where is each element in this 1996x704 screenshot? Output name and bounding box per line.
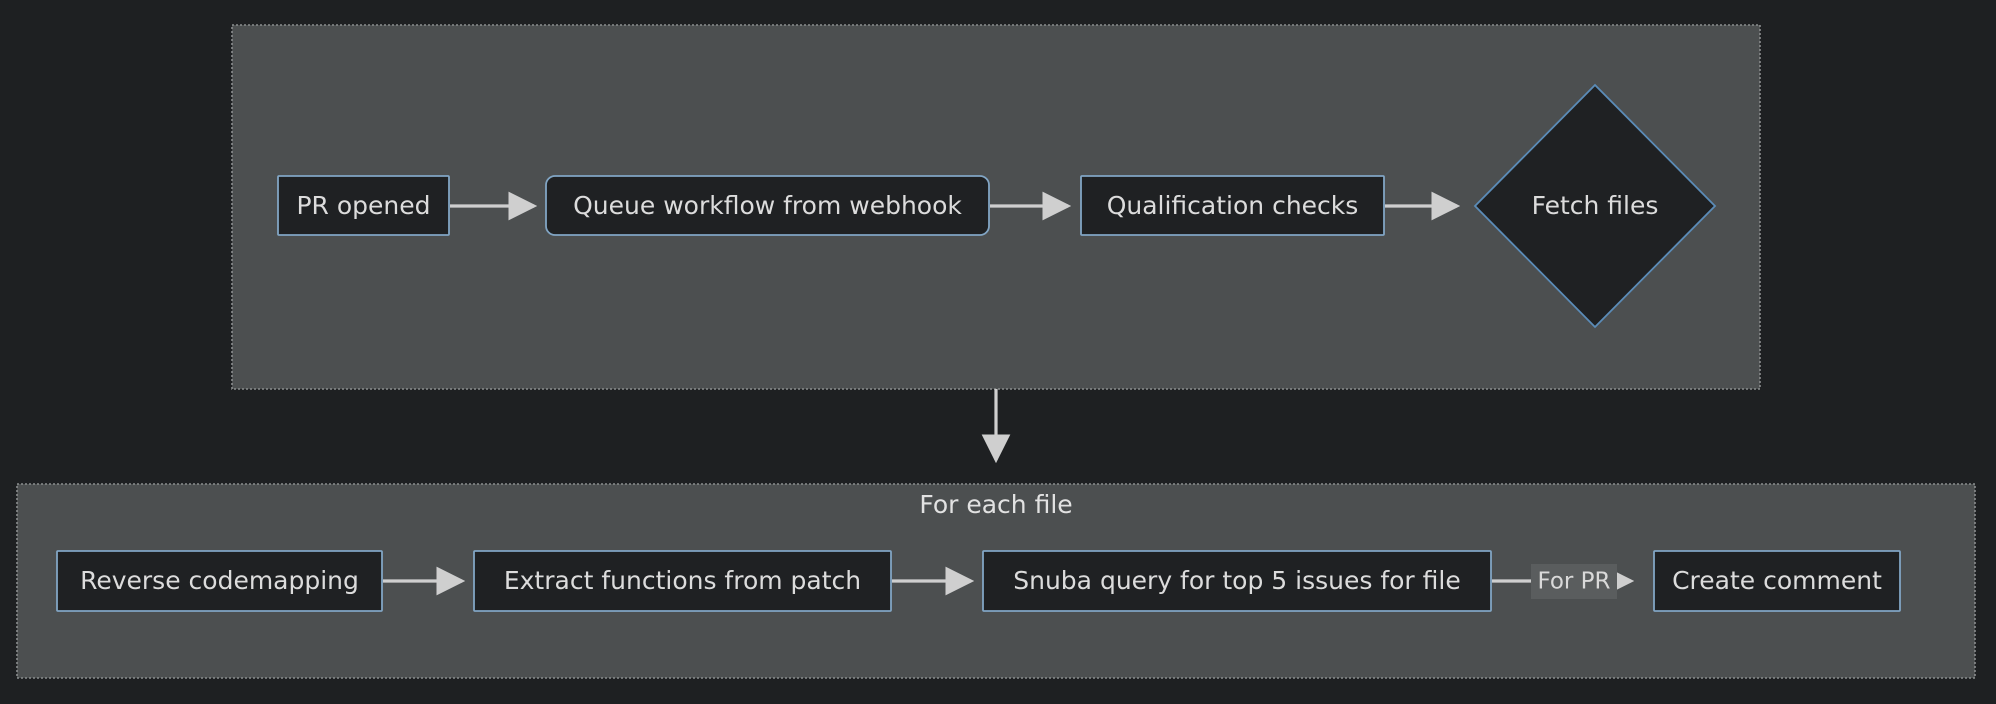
node-reverse-codemapping[interactable] bbox=[56, 550, 383, 612]
node-qualification-checks[interactable] bbox=[1080, 175, 1385, 236]
node-label-snuba-query: Snuba query for top 5 issues for file bbox=[1013, 566, 1461, 595]
cluster-label-for-each-file: For each file bbox=[919, 490, 1072, 519]
node-label-extract-functions: Extract functions from patch bbox=[504, 566, 861, 595]
node-label-pr-opened: PR opened bbox=[296, 191, 430, 220]
node-label-queue-workflow: Queue workflow from webhook bbox=[573, 191, 962, 220]
edge-label-for-pr: For PR bbox=[1537, 569, 1610, 595]
node-label-reverse-codemapping: Reverse codemapping bbox=[80, 566, 359, 595]
node-create-comment[interactable] bbox=[1653, 550, 1901, 612]
node-queue-workflow[interactable] bbox=[545, 175, 990, 236]
node-label-fetch-files: Fetch files bbox=[1532, 191, 1659, 220]
node-extract-functions[interactable] bbox=[473, 550, 892, 612]
node-snuba-query[interactable] bbox=[982, 550, 1492, 612]
node-label-qualification-checks: Qualification checks bbox=[1107, 191, 1359, 220]
node-fetch-files[interactable] bbox=[1473, 83, 1717, 329]
node-label-create-comment: Create comment bbox=[1672, 566, 1882, 595]
edge-label-background-for-pr bbox=[1531, 564, 1617, 599]
node-pr-opened[interactable] bbox=[277, 175, 450, 236]
